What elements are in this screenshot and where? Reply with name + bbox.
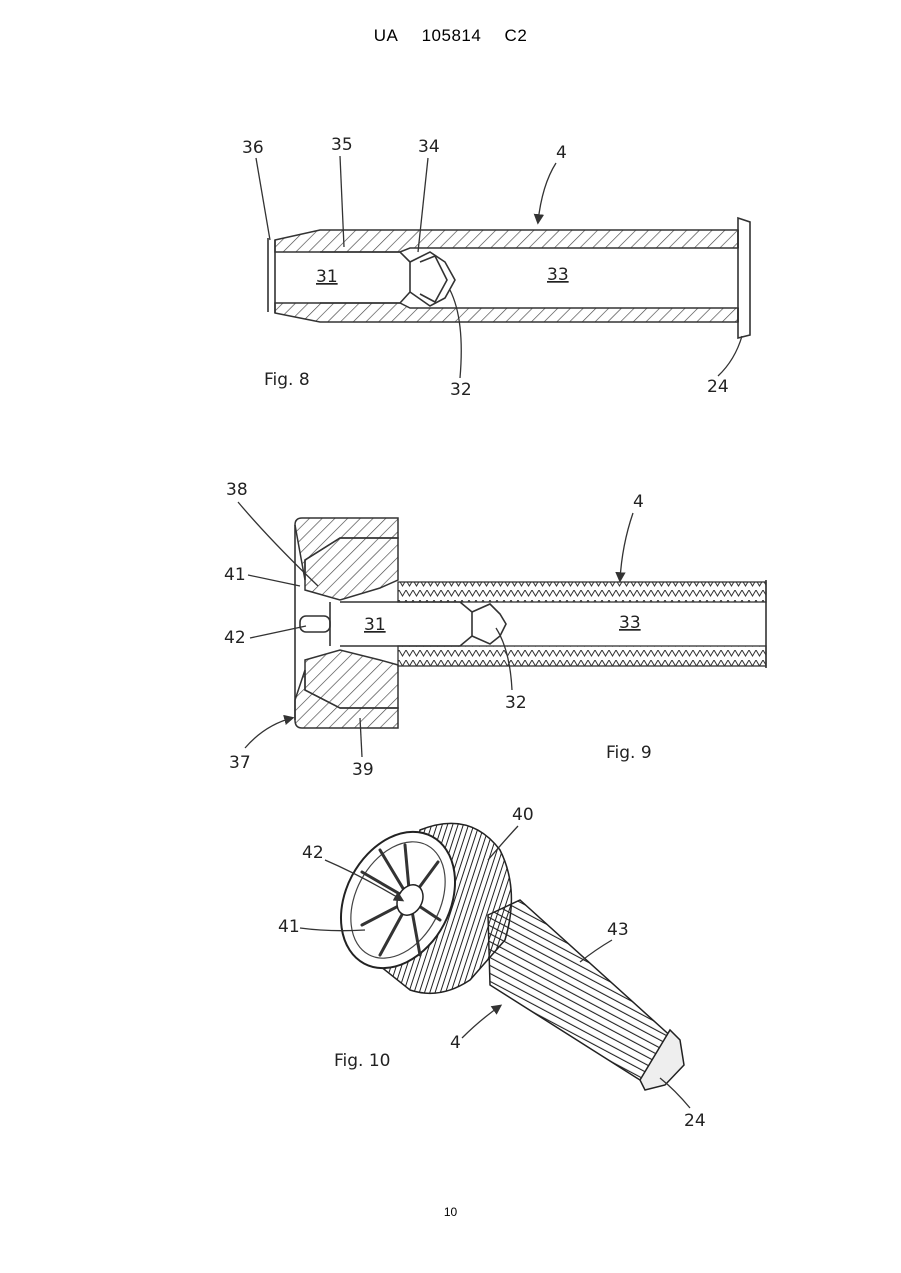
fig10-threaded-shaft <box>488 900 675 1080</box>
fig9-label-39: 39 <box>352 760 374 780</box>
fig9-label-32: 32 <box>505 693 527 713</box>
fig8-label-36: 36 <box>242 138 264 158</box>
figure-10: 40 42 41 43 4 24 Fig. 10 <box>278 805 706 1131</box>
fig9-label-37: 37 <box>229 753 251 773</box>
fig8-label-31: 31 <box>316 267 338 287</box>
fig8-label-35: 35 <box>331 135 353 155</box>
fig8-label-4: 4 <box>556 143 567 163</box>
fig8-label-32: 32 <box>450 380 472 400</box>
figure-9: 38 4 41 42 31 33 32 37 39 Fig. 9 <box>224 480 766 780</box>
fig9-label-42: 42 <box>224 628 246 648</box>
fig9-label-38: 38 <box>226 480 248 500</box>
fig8-bottom-wall <box>275 303 738 322</box>
page-number: 10 <box>0 1205 901 1219</box>
fig9-caption: Fig. 9 <box>606 743 652 763</box>
fig8-label-24: 24 <box>707 377 729 397</box>
fig10-label-41: 41 <box>278 917 300 937</box>
fig9-label-33: 33 <box>619 613 641 633</box>
figure-8: 36 35 34 4 31 33 32 24 Fig. 8 <box>242 135 750 400</box>
fig10-label-43: 43 <box>607 920 629 940</box>
fig8-caption: Fig. 8 <box>264 370 310 390</box>
fig8-flange <box>738 218 750 338</box>
fig9-slot <box>300 616 330 632</box>
fig10-label-24: 24 <box>684 1111 706 1131</box>
fig10-caption: Fig. 10 <box>334 1051 391 1071</box>
fig8-label-33: 33 <box>547 265 569 285</box>
fig9-label-31: 31 <box>364 615 386 635</box>
fig10-label-40: 40 <box>512 805 534 825</box>
fig8-label-34: 34 <box>418 137 440 157</box>
fig8-cone <box>410 252 455 306</box>
fig10-label-4: 4 <box>450 1033 461 1053</box>
fig9-label-41: 41 <box>224 565 246 585</box>
fig8-top-wall <box>275 230 738 252</box>
fig9-label-4: 4 <box>633 492 644 512</box>
fig10-label-42: 42 <box>302 843 324 863</box>
